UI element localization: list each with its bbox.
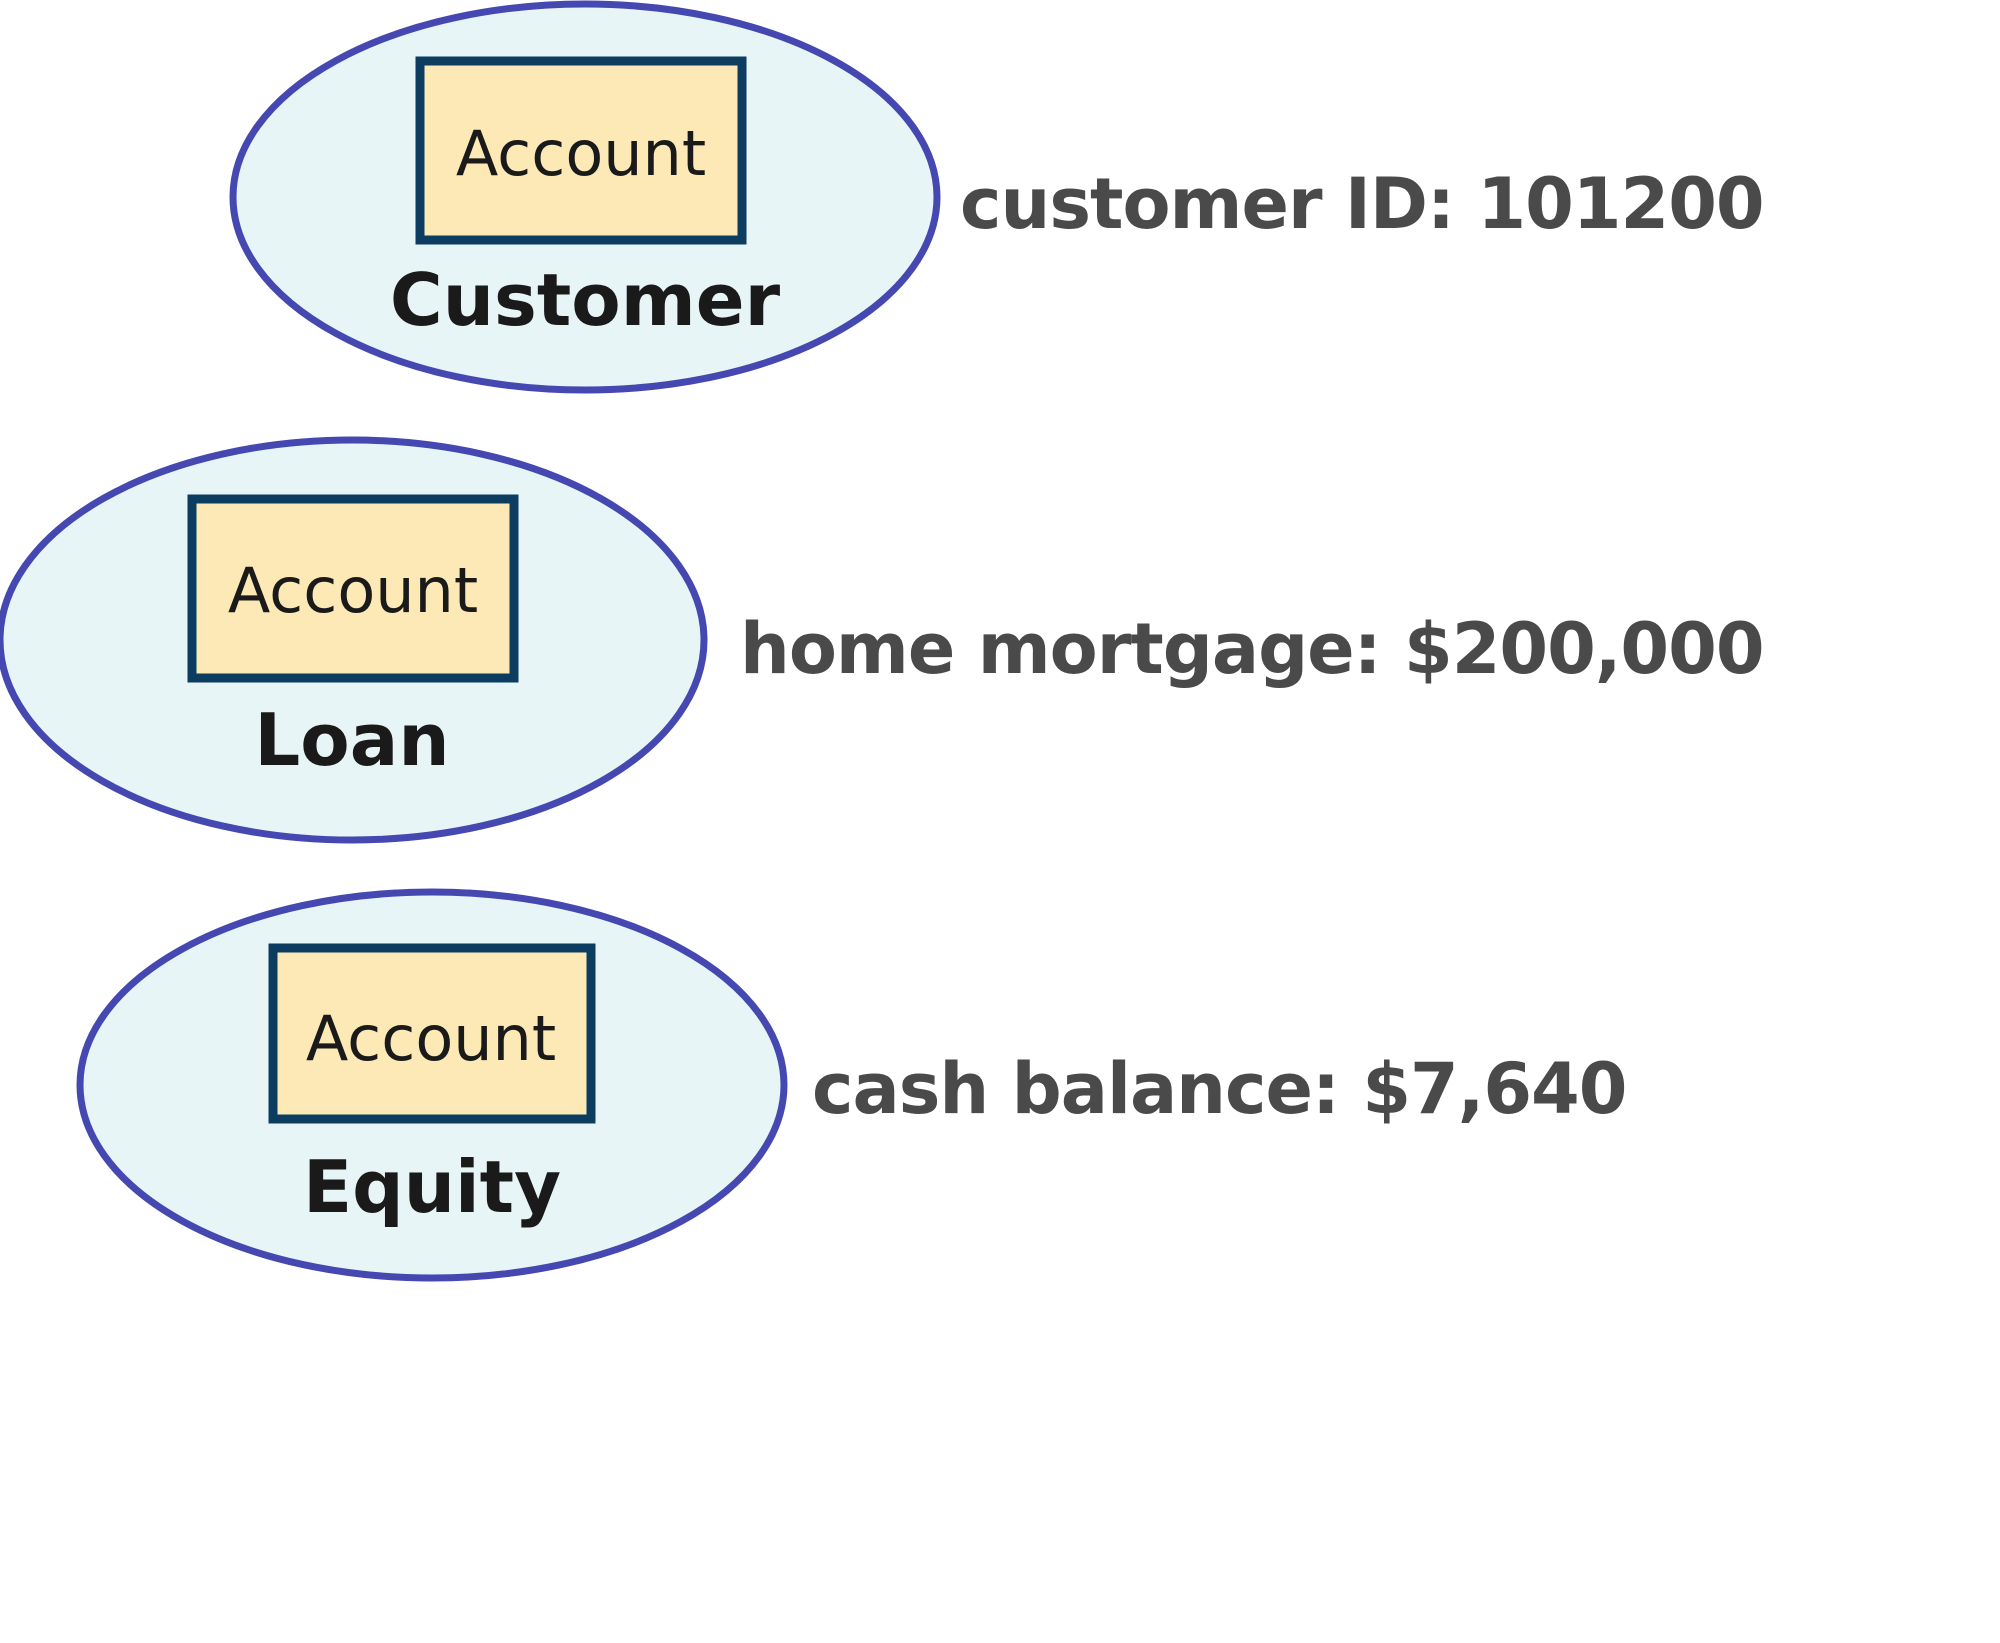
entity-group-loan[interactable]: Account Loan home mortgage: $200,000: [0, 436, 1765, 844]
entity-group-equity[interactable]: Account Equity cash balance: $7,640: [76, 888, 1627, 1282]
entity-label-loan: Loan: [254, 698, 449, 782]
annotation-home-mortgage: home mortgage: $200,000: [740, 608, 1764, 690]
attribute-label-equity: Account: [306, 1002, 556, 1075]
entity-group-customer[interactable]: Account Customer customer ID: 101200: [229, 0, 1765, 394]
attribute-rect-customer[interactable]: [415, 56, 747, 245]
attribute-rect-loan[interactable]: [187, 494, 519, 683]
attribute-label-loan: Account: [228, 554, 478, 627]
annotation-cash-balance: cash balance: $7,640: [812, 1048, 1626, 1130]
entity-label-equity: Equity: [303, 1145, 561, 1229]
annotation-customer-id: customer ID: 101200: [960, 163, 1764, 245]
attribute-rect-equity[interactable]: [268, 943, 596, 1124]
entity-label-customer: Customer: [390, 258, 781, 342]
attribute-label-customer: Account: [456, 117, 706, 190]
